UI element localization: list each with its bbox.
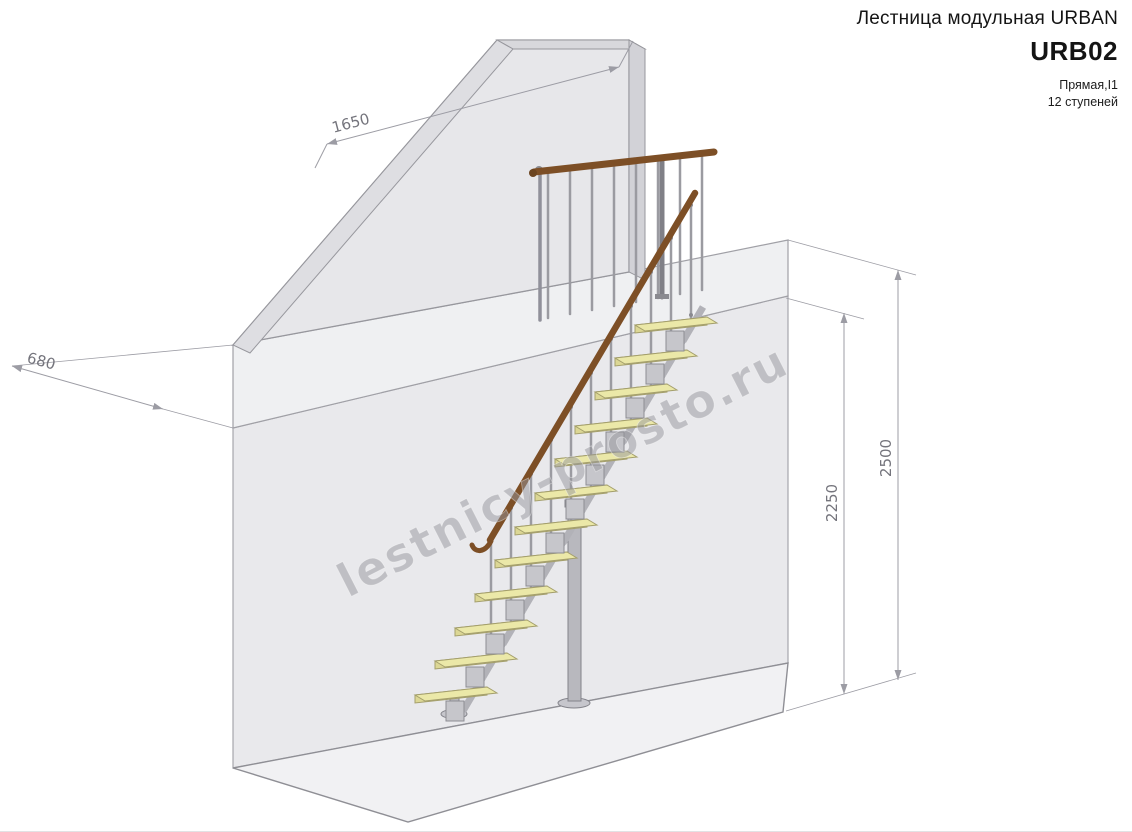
title-block: Лестница модульная URBAN URB02 Прямая,I1… — [857, 8, 1118, 111]
dimension-label-1650: 1650 — [330, 110, 372, 137]
stair-type-label: Прямая,I1 — [1059, 78, 1118, 92]
landing-handrail — [530, 148, 718, 176]
dimension-2500: 2500 — [787, 239, 917, 680]
steps-count-label: 12 ступеней — [1047, 94, 1118, 109]
stair-handrail — [469, 189, 699, 553]
dimension-label-2500: 2500 — [877, 439, 895, 477]
newel-base-plate — [655, 294, 669, 299]
dimension-680: 680 — [11, 344, 234, 429]
dimension-label-2250: 2250 — [823, 484, 841, 522]
dimension-label-680: 680 — [25, 349, 57, 374]
dimension-2250: 2250 — [785, 297, 917, 712]
room-floor — [232, 662, 789, 823]
handrail-end-cap — [529, 169, 537, 177]
fence-balusters — [546, 152, 704, 320]
landing-balustrade — [529, 148, 718, 322]
model-code: URB02 — [1030, 36, 1118, 66]
gable-wall-top-face — [495, 39, 647, 50]
product-series-title: Лестница модульная URBAN — [856, 8, 1118, 29]
